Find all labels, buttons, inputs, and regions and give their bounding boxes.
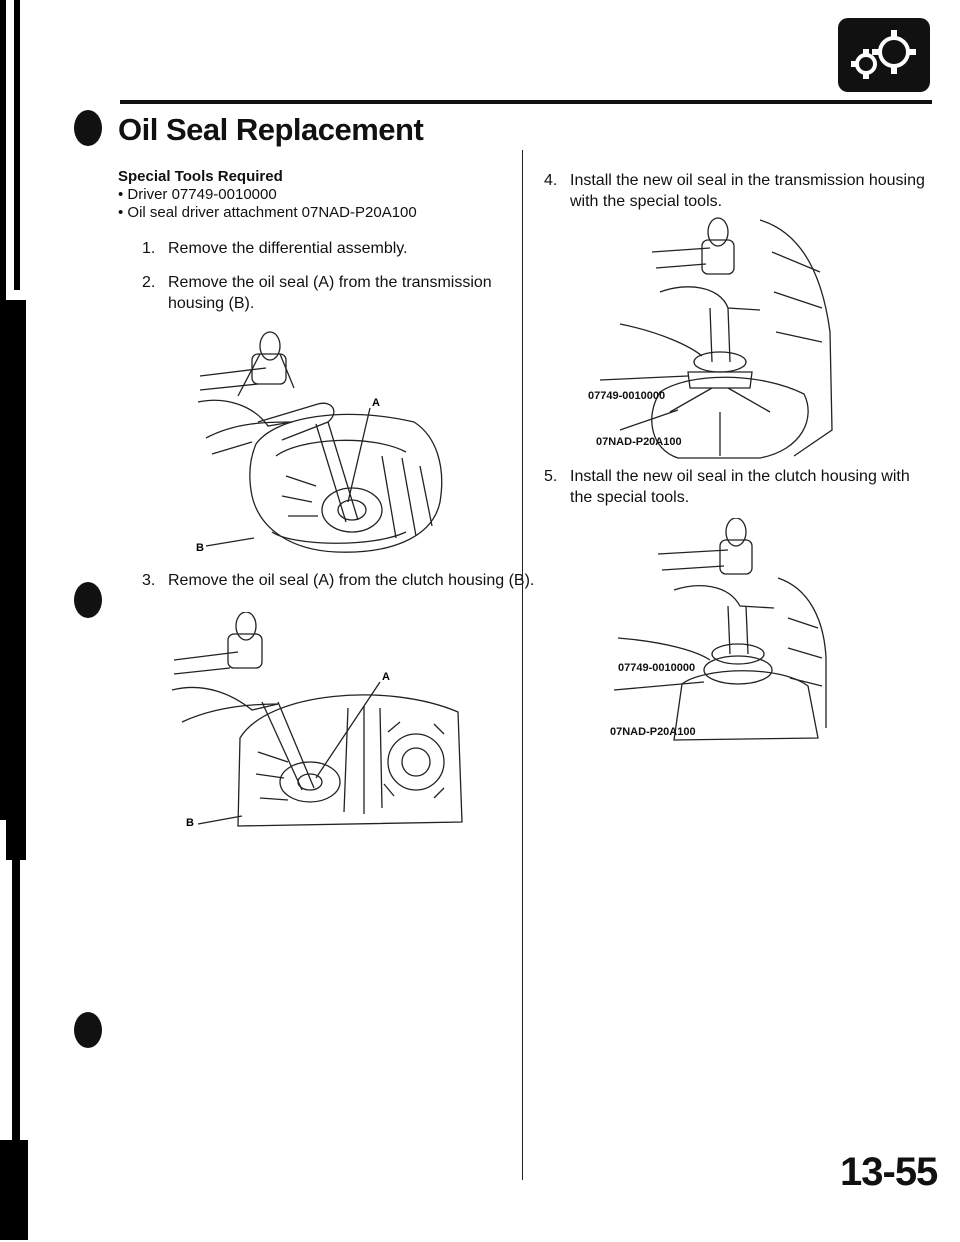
driver-part-number: 07749-0010000 [618,662,696,674]
figure-clutch-seal-install [613,518,827,741]
page-binding-edge [0,0,30,1242]
attachment-part-number: 07NAD-P20A100 [596,436,682,448]
figure-clutch-seal-removal: A B [171,612,463,829]
step-1: 1. Remove the differential assembly. [142,240,408,257]
column-divider [522,150,523,1180]
figure-transmission-seal-removal: A B [196,331,443,554]
special-tool-item: • Driver 07749-0010000 [118,186,277,203]
label-a: A [372,397,380,409]
section-bullet-icon [74,582,102,618]
attachment-part-number: 07NAD-P20A100 [610,726,696,738]
header-rule [120,100,932,104]
page-number: 13-55 [840,1150,938,1194]
label-a: A [382,671,390,683]
section-bullet-icon [74,110,102,146]
special-tool-item: • Oil seal driver attachment 07NAD-P20A1… [118,204,417,221]
step-4: 4. Install the new oil seal in the trans… [544,172,925,210]
special-tools-heading: Special Tools Required [118,168,283,185]
driver-part-number: 07749-0010000 [588,390,666,402]
step-5: 5. Install the new oil seal in the clutc… [544,468,910,506]
gears-icon [838,18,930,92]
page-title: Oil Seal Replacement [118,112,424,147]
figure-transmission-seal-install [599,217,833,459]
step-2: 2. Remove the oil seal (A) from the tran… [142,274,492,312]
step-3: 3. Remove the oil seal (A) from the clut… [142,572,535,589]
label-b: B [196,542,204,554]
section-bullet-icon [74,1012,102,1048]
label-b: B [186,817,194,829]
